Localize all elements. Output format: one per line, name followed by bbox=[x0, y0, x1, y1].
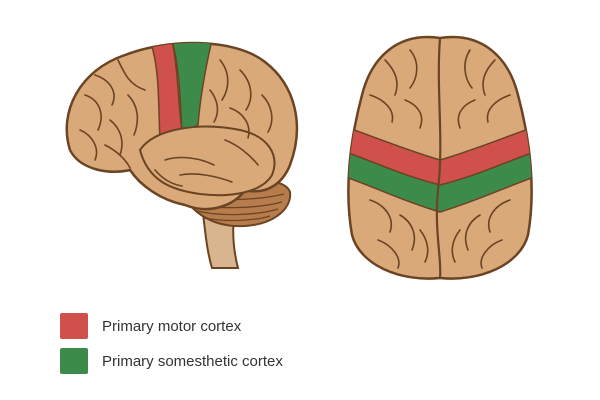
legend-item-motor: Primary motor cortex bbox=[60, 313, 241, 339]
legend-swatch-somesthetic bbox=[60, 348, 88, 374]
superior-gyri bbox=[369, 49, 511, 269]
lateral-brain-view bbox=[65, 41, 299, 269]
longitudinal-fissure bbox=[435, 37, 442, 279]
legend-item-somesthetic: Primary somesthetic cortex bbox=[60, 348, 283, 374]
somesthetic-cortex-lateral bbox=[171, 43, 213, 134]
legend-label-motor: Primary motor cortex bbox=[102, 317, 242, 335]
superior-brain-view bbox=[347, 35, 533, 280]
temporal-lobe bbox=[138, 125, 276, 197]
somesthetic-cortex-superior bbox=[348, 148, 532, 213]
legend-swatch-motor bbox=[60, 313, 88, 339]
lateral-gyri bbox=[79, 59, 273, 187]
legend-label-somesthetic: Primary somesthetic cortex bbox=[102, 352, 283, 370]
